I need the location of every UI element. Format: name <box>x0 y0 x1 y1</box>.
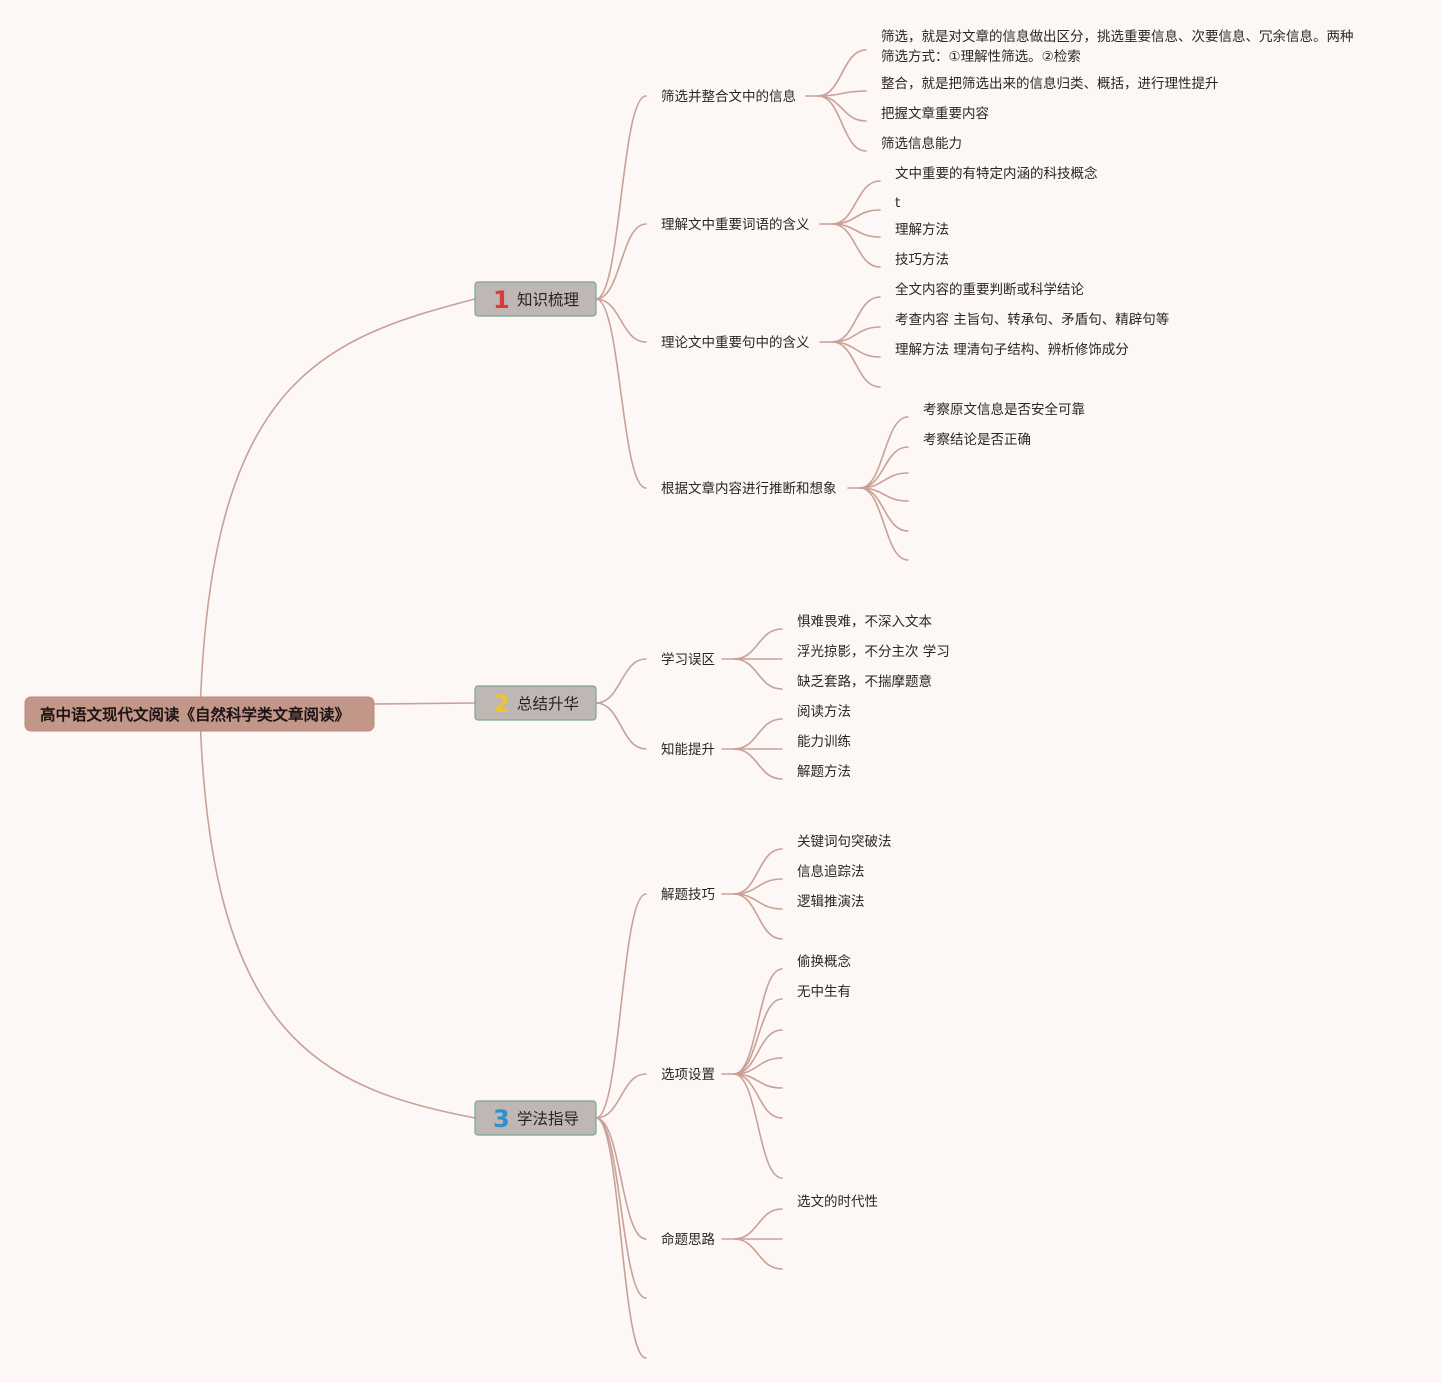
leaf-3-2-1-line-1[interactable]: 偷换概念 <box>797 953 851 970</box>
branch-node-3[interactable]: 3 学法指导 <box>474 1100 597 1136</box>
node-layer: 高中语文现代文阅读《自然科学类文章阅读》 1 知识梳理 筛选并整合文中的信息 筛选，就… <box>24 28 1354 1248</box>
connector-branch-3-sub-3 <box>595 1117 647 1240</box>
subtopic-3-2[interactable]: 选项设置 <box>661 1067 715 1083</box>
leaf-1-2-3-line-1[interactable]: 理解方法 <box>895 222 949 238</box>
leaf-1-1-1-line-1[interactable]: 筛选，就是对文章的信息做出区分，挑选重要信息、次要信息、冗余信息。两种 <box>881 28 1354 45</box>
branch-box-3[interactable] <box>474 1100 597 1136</box>
connector-branch-1-sub-3 <box>595 298 647 343</box>
subtopic-1-2[interactable]: 理解文中重要词语的含义 <box>661 217 810 233</box>
connector-branch-3-sub-2 <box>595 1073 647 1119</box>
leaf-2-1-2-line-1[interactable]: 浮光掠影，不分主次 学习 <box>797 644 950 660</box>
subtopic-1-3[interactable]: 理论文中重要句中的含义 <box>661 335 810 351</box>
leaf-1-4-1-line-1[interactable]: 考察原文信息是否安全可靠 <box>923 401 1085 418</box>
connector-leaf-2-1-3 <box>733 658 783 690</box>
connector-leaf-3-3-1 <box>733 1208 783 1240</box>
subtopic-1-1[interactable]: 筛选并整合文中的信息 <box>661 88 796 105</box>
leaf-3-3-1-line-1[interactable]: 选文的时代性 <box>797 1194 878 1210</box>
connector-leaf-3-1-4 <box>733 893 783 940</box>
connector-branch-1-sub-2 <box>595 223 647 300</box>
subtopic-2-2[interactable]: 知能提升 <box>661 741 715 758</box>
connector-leaf-1-4-6 <box>859 487 909 561</box>
connector-root-branch-2 <box>373 702 476 705</box>
connector-branch-2-sub-1 <box>595 658 647 704</box>
branch-box-2[interactable] <box>474 685 597 721</box>
connector-leaf-2-2-1 <box>733 718 783 750</box>
branch-label-1: 知识梳理 <box>517 291 579 309</box>
branch-node-2[interactable]: 2 总结升华 <box>474 685 597 721</box>
connector-leaf-1-3-4 <box>831 341 881 388</box>
connector-leaf-3-2-6 <box>733 1073 783 1119</box>
connector-branch-2-sub-2 <box>595 702 647 750</box>
subtopic-3-1[interactable]: 解题技巧 <box>661 887 715 903</box>
branch-number-1: 1 <box>493 286 510 314</box>
branch-node-1[interactable]: 1 知识梳理 <box>474 281 597 317</box>
connector-leaf-1-4-1 <box>859 416 909 489</box>
connector-leaf-1-1-3 <box>817 95 867 122</box>
connector-leaf-3-1-1 <box>733 848 783 895</box>
leaf-1-2-1-line-1[interactable]: 文中重要的有特定内涵的科技概念 <box>895 165 1098 182</box>
root-title: 高中语文现代文阅读《自然科学类文章阅读》 <box>40 705 350 724</box>
leaf-3-1-2-line-1[interactable]: 信息追踪法 <box>797 863 865 880</box>
leaf-1-1-2-line-1[interactable]: 整合，就是把筛选出来的信息归类、概括，进行理性提升 <box>881 75 1219 92</box>
connector-branch-1-sub-4 <box>595 298 647 489</box>
leaf-1-3-2-line-1[interactable]: 考查内容 主旨句、转承句、矛盾句、精辟句等 <box>895 311 1169 328</box>
branch-number-3: 3 <box>493 1105 510 1133</box>
connector-branch-3-sub-4 <box>595 1117 647 1299</box>
connector-leaf-1-3-1 <box>831 296 881 343</box>
leaf-3-1-3-line-1[interactable]: 逻辑推演法 <box>797 894 865 910</box>
leaf-2-2-2-line-1[interactable]: 能力训练 <box>797 734 851 750</box>
branch-label-2: 总结升华 <box>517 695 579 713</box>
connector-branch-3-sub-5 <box>595 1117 647 1359</box>
subtopic-1-4[interactable]: 根据文章内容进行推断和想象 <box>661 480 837 497</box>
connector-leaf-3-2-1 <box>733 968 783 1075</box>
connector-layer <box>199 49 909 1359</box>
connector-leaf-3-2-2 <box>733 998 783 1075</box>
connector-leaf-1-1-1 <box>817 49 867 97</box>
connector-branch-3-sub-1 <box>595 893 647 1119</box>
leaf-1-3-1-line-1[interactable]: 全文内容的重要判断或科学结论 <box>895 281 1084 298</box>
leaf-2-1-3-line-1[interactable]: 缺乏套路，不揣摩题意 <box>797 673 932 690</box>
connector-root-branch-1 <box>199 298 476 715</box>
leaf-1-1-1-line-2[interactable]: 筛选方式：①理解性筛选。②检索 <box>881 49 1081 65</box>
connector-leaf-2-1-1 <box>733 628 783 660</box>
leaf-3-1-1-line-1[interactable]: 关键词句突破法 <box>797 834 892 850</box>
branch-label-3: 学法指导 <box>517 1110 579 1128</box>
subtopic-2-1[interactable]: 学习误区 <box>661 652 715 668</box>
leaf-1-3-3-line-1[interactable]: 理解方法 理清句子结构、辨析修饰成分 <box>895 342 1129 358</box>
root-node-box[interactable] <box>24 696 375 732</box>
connector-leaf-3-3-3 <box>733 1238 783 1270</box>
leaf-1-2-2-line-1[interactable]: t <box>895 195 900 211</box>
leaf-2-2-1-line-1[interactable]: 阅读方法 <box>797 704 851 720</box>
subtopic-3-3[interactable]: 命题思路 <box>661 1231 715 1248</box>
connector-leaf-1-2-4 <box>831 223 881 268</box>
connector-branch-1-sub-1 <box>595 95 647 300</box>
connector-leaf-3-2-7 <box>733 1073 783 1179</box>
root-node[interactable]: 高中语文现代文阅读《自然科学类文章阅读》 <box>24 696 375 732</box>
connector-leaf-2-2-3 <box>733 748 783 780</box>
leaf-1-2-4-line-1[interactable]: 技巧方法 <box>895 252 949 268</box>
leaf-1-1-4-line-1[interactable]: 筛选信息能力 <box>881 135 962 152</box>
leaf-1-4-2-line-1[interactable]: 考察结论是否正确 <box>923 431 1031 448</box>
connector-root-branch-3 <box>199 713 476 1119</box>
branch-number-2: 2 <box>493 690 510 718</box>
connector-leaf-1-1-4 <box>817 95 867 152</box>
leaf-2-2-3-line-1[interactable]: 解题方法 <box>797 764 851 780</box>
branch-box-1[interactable] <box>474 281 597 317</box>
leaf-3-2-2-line-1[interactable]: 无中生有 <box>797 984 851 1000</box>
leaf-2-1-1-line-1[interactable]: 惧难畏难，不深入文本 <box>797 614 932 630</box>
leaf-1-1-3-line-1[interactable]: 把握文章重要内容 <box>881 105 989 122</box>
